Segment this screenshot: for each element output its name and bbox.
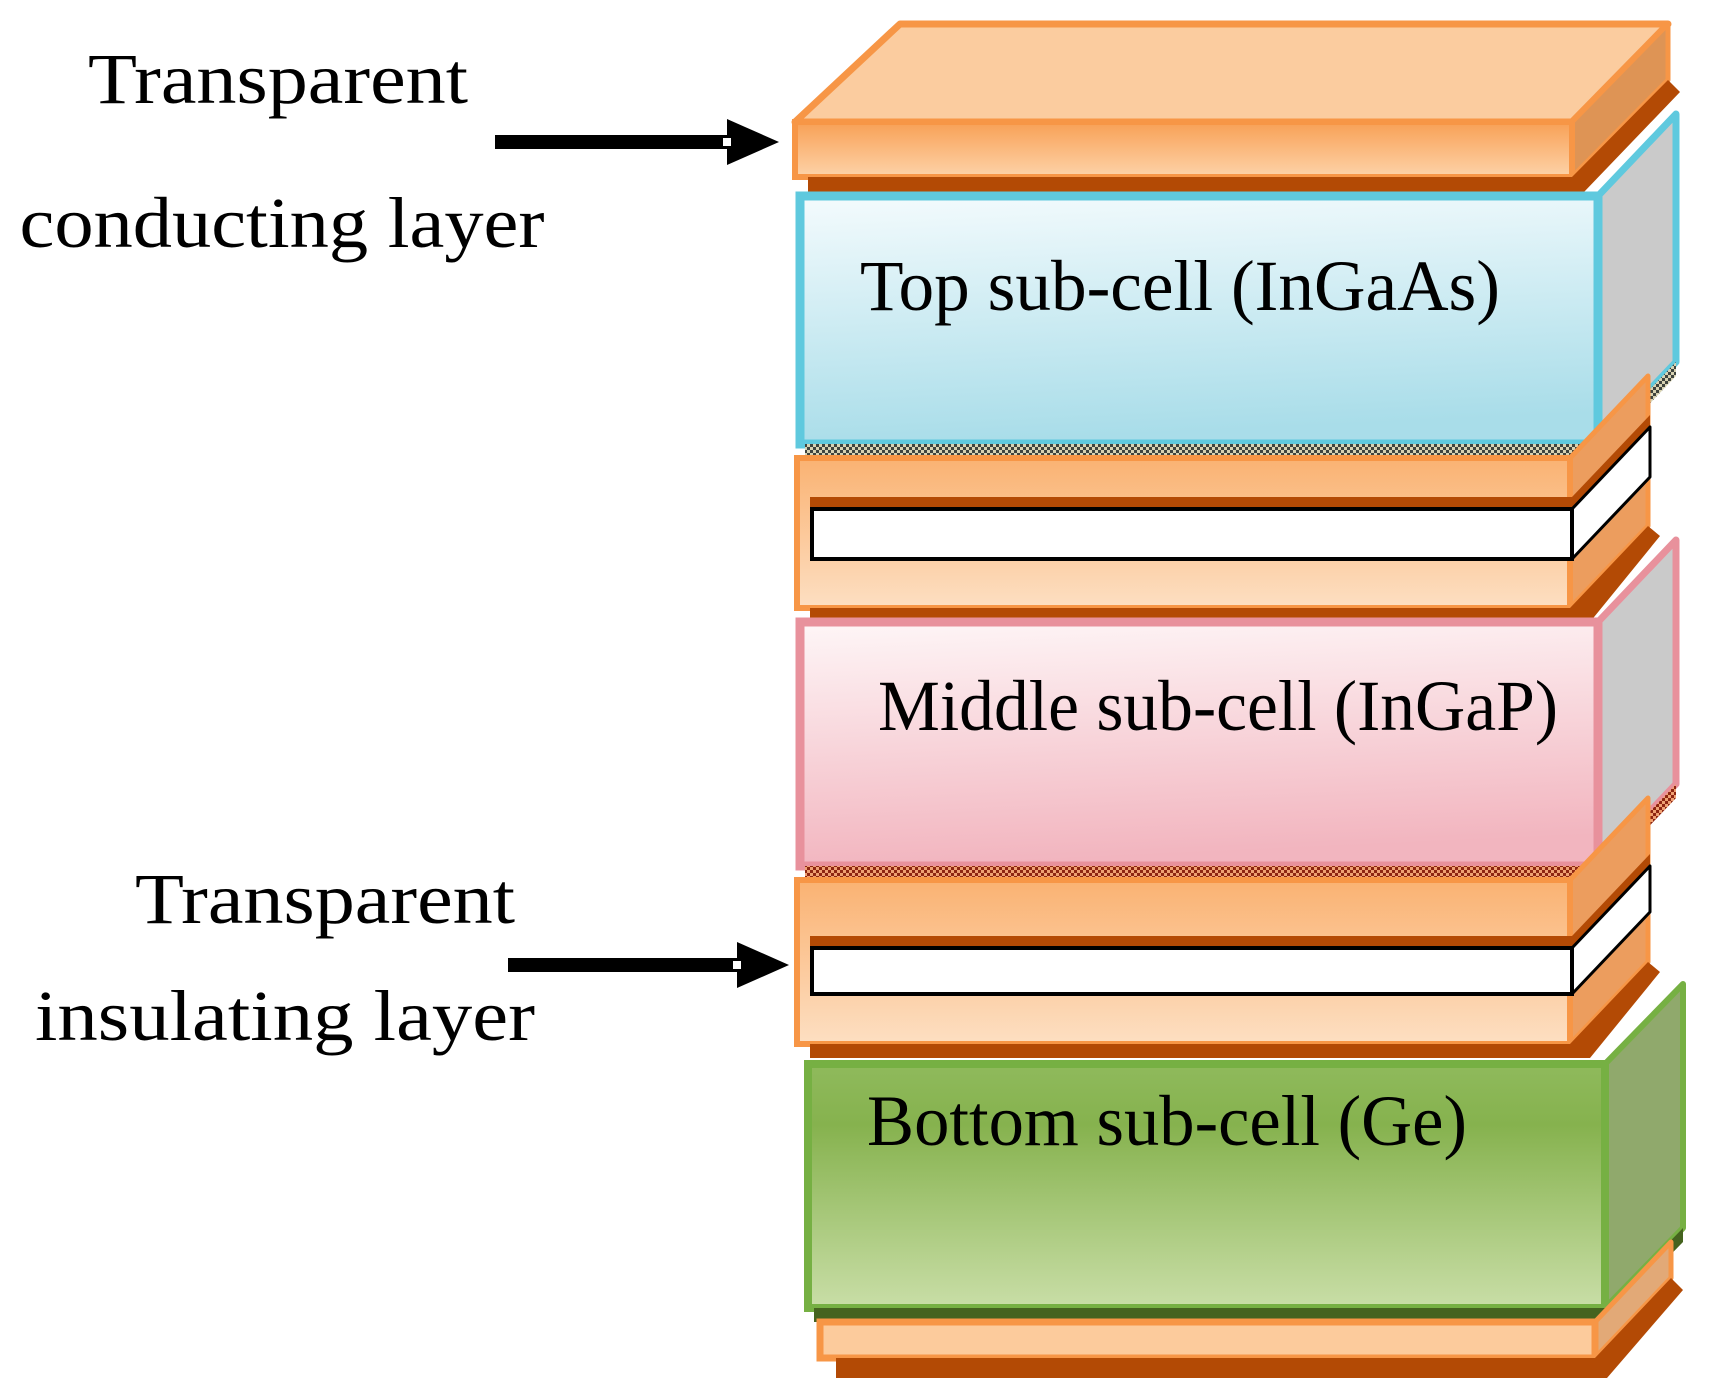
arrow-conducting-notch xyxy=(723,138,731,146)
edge-brown-strip xyxy=(810,936,1572,948)
arrow-conducting-head xyxy=(727,119,779,165)
conducting-slab-bottom xyxy=(816,1239,1683,1378)
arrow-conducting-shaft xyxy=(495,135,729,149)
bottom-subcell-box: Bottom sub-cell (Ge) xyxy=(804,981,1686,1322)
label-insulating-line1: Transparent xyxy=(135,859,515,939)
label-transparent-conducting: Transparent conducting layer xyxy=(20,39,545,263)
label-conducting-line1: Transparent xyxy=(88,39,468,119)
top-subcell-box: Top sub-cell (InGaAs) xyxy=(795,110,1680,458)
insulating-slab-2-front-face xyxy=(810,946,1574,996)
middle-subcell-front-face xyxy=(795,617,1603,871)
top-subcell-front-face xyxy=(795,191,1603,449)
arrow-insulating xyxy=(508,942,789,988)
edge-brown-strip-side xyxy=(1572,415,1650,509)
conducting-slab-front-face xyxy=(792,119,1575,180)
bottom-subcell-front-face xyxy=(804,1060,1609,1312)
conducting-slab-bottom-edge xyxy=(836,1278,1683,1378)
middle-subcell-label: Middle sub-cell (InGaP) xyxy=(878,666,1558,746)
arrow-conducting xyxy=(495,119,779,165)
arrow-insulating-head xyxy=(737,942,789,988)
conducting-slab-block-upper xyxy=(794,373,1660,622)
label-conducting-line2: conducting layer xyxy=(20,183,545,263)
label-insulating-line2: insulating layer xyxy=(35,976,535,1056)
label-transparent-insulating: Transparent insulating layer xyxy=(35,859,535,1056)
edge-brown-strip-side xyxy=(1572,854,1650,948)
arrow-insulating-notch xyxy=(733,961,741,969)
edge-brown-strip xyxy=(810,962,1660,1058)
edge-brown-strip xyxy=(810,497,1572,509)
arrow-insulating-shaft xyxy=(508,958,739,972)
conducting-slab-bottom-edge xyxy=(808,80,1680,192)
conducting-slab-top-face xyxy=(791,20,1672,126)
insulating-slab-1-front-face xyxy=(810,507,1574,561)
conducting-slab-block-lower xyxy=(794,795,1660,1058)
conducting-slab-bottom-front-face xyxy=(816,1318,1599,1362)
edge-brown-strip xyxy=(810,526,1660,622)
bottom-subcell-label: Bottom sub-cell (Ge) xyxy=(867,1081,1467,1161)
conducting-slab-top xyxy=(791,20,1680,192)
tunnel-junction-hatch-2 xyxy=(805,866,1598,880)
middle-subcell-box: Middle sub-cell (InGaP) xyxy=(795,536,1680,880)
tunnel-junction-hatch-1 xyxy=(805,444,1598,458)
top-subcell-label: Top sub-cell (InGaAs) xyxy=(860,246,1500,326)
bottom-subcell-shadow-strip xyxy=(814,1228,1683,1322)
